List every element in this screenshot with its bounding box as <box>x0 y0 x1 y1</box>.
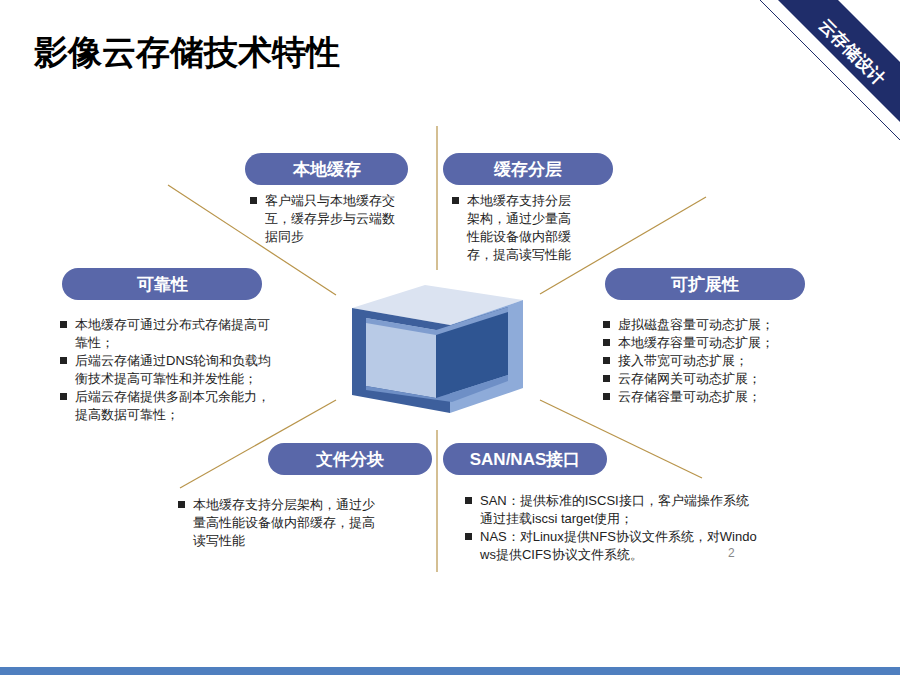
banner-edge <box>760 0 900 140</box>
header-text: 缓存分层 <box>494 158 562 181</box>
bullet-text: 虚拟磁盘容量可动态扩展； <box>618 316 774 334</box>
bullet-item: 客户端只与本地缓存交互，缓存异步与云端数据同步 <box>250 192 402 246</box>
leader-line <box>436 430 437 572</box>
bullet-text: 接入带宽可动态扩展； <box>618 352 748 370</box>
bullet-item: 虚拟磁盘容量可动态扩展； <box>603 316 803 334</box>
header-pill: 可扩展性 <box>605 268 805 300</box>
bullet-list: 客户端只与本地缓存交互，缓存异步与云端数据同步 <box>250 192 402 246</box>
corner-banner-text: 云存储设计 <box>814 14 890 90</box>
cube-inner-floor <box>366 375 508 402</box>
bullet-list: 本地缓存可通过分布式存储提高可靠性；后端云存储通过DNS轮询和负载均衡技术提高可… <box>60 316 280 424</box>
bullet-square <box>603 339 610 346</box>
bottom-bar <box>0 667 900 675</box>
bullet-item: 本地缓存可通过分布式存储提高可靠性； <box>60 316 280 352</box>
bullet-item: 接入带宽可动态扩展； <box>603 352 803 370</box>
cube-front <box>352 308 450 413</box>
bullet-text: 本地缓存支持分层架构，通过少量高性能设备做内部缓存，提高读写性能 <box>193 496 384 550</box>
bullet-square <box>452 197 459 204</box>
bullet-square <box>60 357 67 364</box>
bullet-square <box>250 197 257 204</box>
header-text: 文件分块 <box>316 448 384 471</box>
bullet-item: 后端云存储通过DNS轮询和负载均衡技术提高可靠性和并发性能； <box>60 352 280 388</box>
bullet-item: 云存储容量可动态扩展； <box>603 388 803 406</box>
bullet-text: 后端云存储提供多副本冗余能力，提高数据可靠性； <box>75 388 280 424</box>
slide-title: 影像云存储技术特性 <box>34 30 340 76</box>
header-pill: 本地缓存 <box>245 153 408 185</box>
bullet-text: 客户端只与本地缓存交互，缓存异步与云端数据同步 <box>265 192 402 246</box>
leader-line <box>436 126 437 270</box>
bullet-text: 本地缓存可通过分布式存储提高可靠性； <box>75 316 280 352</box>
bullet-square <box>60 393 67 400</box>
bullet-text: 云存储网关可动态扩展； <box>618 370 761 388</box>
bullet-text: 后端云存储通过DNS轮询和负载均衡技术提高可靠性和并发性能； <box>75 352 280 388</box>
bullet-item: 本地缓存支持分层架构，通过少量高性能设备做内部缓存，提高读写性能 <box>178 496 384 550</box>
header-text: 本地缓存 <box>293 158 361 181</box>
header-pill: 可靠性 <box>62 268 262 300</box>
bullet-list: 本地缓存支持分层架构，通过少量高性能设备做内部缓存，提高读写性能 <box>452 192 578 264</box>
bullet-text: 本地缓存支持分层架构，通过少量高性能设备做内部缓存，提高读写性能 <box>467 192 578 264</box>
bullet-list: SAN：提供标准的ISCSI接口，客户端操作系统通过挂载iscsi target… <box>465 492 757 564</box>
bullet-text: NAS：对Linux提供NFS协议文件系统，对Windows提供CIFS协议文件… <box>480 528 757 564</box>
bullet-item: 云存储网关可动态扩展； <box>603 370 803 388</box>
bullet-item: 后端云存储提供多副本冗余能力，提高数据可靠性； <box>60 388 280 424</box>
bullet-square <box>603 321 610 328</box>
header-pill: 缓存分层 <box>443 153 613 185</box>
cube-inner-rim <box>366 307 508 335</box>
header-pill: SAN/NAS接口 <box>443 443 607 475</box>
header-pill: 文件分块 <box>268 443 432 475</box>
bullet-item: SAN：提供标准的ISCSI接口，客户端操作系统通过挂载iscsi target… <box>465 492 757 528</box>
bullet-text: SAN：提供标准的ISCSI接口，客户端操作系统通过挂载iscsi target… <box>480 492 757 528</box>
bullet-square <box>603 357 610 364</box>
bullet-square <box>603 375 610 382</box>
page-number: 2 <box>728 546 735 560</box>
bullet-text: 本地缓存容量可动态扩展； <box>618 334 774 352</box>
bullet-text: 云存储容量可动态扩展； <box>618 388 761 406</box>
bullet-square <box>465 497 472 504</box>
header-text: 可扩展性 <box>671 273 739 296</box>
bullet-square <box>465 533 472 540</box>
bullet-square <box>60 321 67 328</box>
bullet-square <box>178 501 185 508</box>
cube-illustration <box>352 285 523 413</box>
bullet-square <box>603 393 610 400</box>
header-text: 可靠性 <box>137 273 188 296</box>
header-text: SAN/NAS接口 <box>470 448 581 471</box>
bullet-item: 本地缓存容量可动态扩展； <box>603 334 803 352</box>
bullet-list: 本地缓存支持分层架构，通过少量高性能设备做内部缓存，提高读写性能 <box>178 496 384 550</box>
bullet-item: NAS：对Linux提供NFS协议文件系统，对Windows提供CIFS协议文件… <box>465 528 757 564</box>
bullet-list: 虚拟磁盘容量可动态扩展；本地缓存容量可动态扩展；接入带宽可动态扩展；云存储网关可… <box>603 316 803 406</box>
bullet-item: 本地缓存支持分层架构，通过少量高性能设备做内部缓存，提高读写性能 <box>452 192 578 264</box>
corner-banner <box>778 0 900 122</box>
